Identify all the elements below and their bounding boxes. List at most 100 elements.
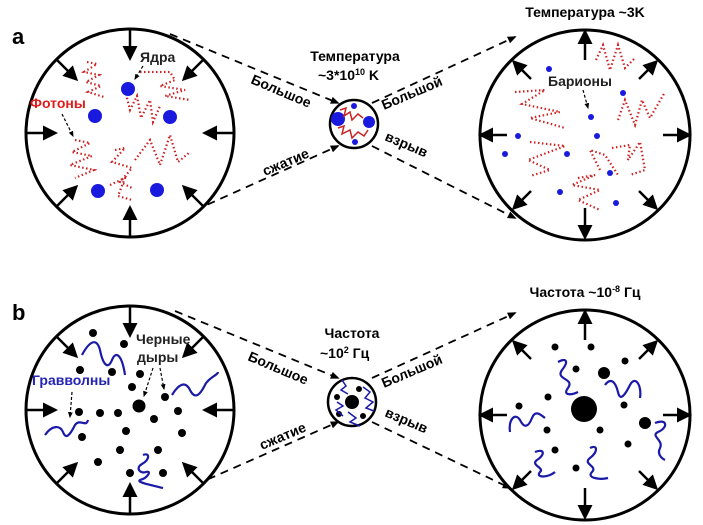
- gravwaves-pointer: [67, 391, 73, 419]
- black-hole: [639, 417, 651, 429]
- black-hole: [114, 409, 122, 417]
- photon-wave: [109, 175, 133, 202]
- black-hole: [336, 411, 342, 417]
- photons-label: Фотоны: [30, 95, 86, 111]
- inward-arrow: [181, 461, 205, 485]
- right-title-b: Частота ~10-8 Гц: [529, 284, 640, 300]
- black-hole: [132, 399, 146, 413]
- gravwave: [362, 386, 375, 412]
- connector-line: [181, 145, 340, 217]
- photon-wave: [66, 138, 98, 180]
- black-hole: [75, 408, 83, 416]
- gravwave: [654, 420, 667, 462]
- photon-wave: [611, 139, 647, 177]
- inward-arrow: [181, 184, 205, 208]
- inward-arrow: [181, 335, 205, 359]
- connector-line: [194, 421, 340, 486]
- baryon: [557, 189, 563, 195]
- connector-lines-b: [174, 310, 517, 489]
- baryon: [607, 170, 613, 176]
- black-hole: [161, 393, 169, 401]
- photon-wave: [81, 60, 105, 99]
- black-hole: [159, 469, 167, 477]
- black-hole: [128, 383, 136, 391]
- right-title-exponent: -8: [612, 284, 620, 294]
- black-hole: [596, 426, 604, 434]
- baryons-pointer: [582, 89, 590, 110]
- gravwave: [334, 401, 345, 417]
- nucleus: [150, 183, 164, 197]
- black-holes-label-line1: Черные: [136, 331, 191, 347]
- photon-wave: [123, 89, 162, 127]
- big-crunch-word1: Большое: [246, 348, 311, 388]
- panel-letter-b: b: [12, 300, 25, 325]
- center-title-unit: Гц: [349, 345, 370, 361]
- photon-wave: [109, 146, 134, 189]
- black-hole: [126, 469, 134, 477]
- gravwave: [586, 445, 609, 480]
- nucleus: [163, 110, 177, 124]
- black-hole: [96, 409, 104, 417]
- photon-wave: [337, 124, 369, 140]
- inward-arrow: [181, 58, 205, 82]
- outward-arrow: [511, 470, 532, 491]
- photons-pointer: [61, 113, 74, 138]
- gravwave: [347, 411, 361, 427]
- black-hole: [620, 401, 628, 409]
- black-hole: [78, 433, 86, 441]
- center-title-line1: Температура: [310, 48, 400, 64]
- gravwaves: [44, 341, 220, 490]
- black-holes: [75, 329, 186, 477]
- expanding-universe-b: Частота ~10-8 Гц: [478, 284, 692, 522]
- outward-arrow: [638, 339, 659, 360]
- singularity-b: Частота ~102 Гц Большое сжатие Большой в…: [246, 325, 445, 453]
- outward-arrow: [638, 59, 659, 80]
- inward-arrows: [26, 306, 234, 514]
- big-crunch-word2: сжатие: [257, 419, 308, 453]
- baryons-label: Барионы: [548, 73, 612, 89]
- gravwave: [339, 379, 349, 395]
- black-hole: [551, 343, 559, 351]
- black-hole: [76, 366, 84, 374]
- gravwave: [534, 449, 556, 478]
- black-hole: [150, 415, 158, 423]
- black-hole: [360, 413, 366, 419]
- black-hole: [543, 426, 551, 434]
- inward-arrows: [26, 29, 234, 237]
- nuclei-pointer: [134, 65, 144, 81]
- gravwave: [137, 453, 164, 490]
- center-title-unit: K: [365, 67, 379, 83]
- outward-arrows: [478, 309, 692, 520]
- right-title-base: Частота ~10: [529, 284, 612, 300]
- baryon: [588, 114, 594, 120]
- black-holes-pointer: [159, 367, 166, 391]
- gravwave: [508, 412, 546, 433]
- singularity-boundary: [328, 98, 380, 150]
- connector-line: [169, 33, 340, 104]
- panel-b: b: [12, 284, 692, 522]
- panel-letter-a: a: [12, 24, 25, 49]
- nuclei: [88, 82, 177, 198]
- outward-arrows: [478, 29, 692, 240]
- outward-arrow: [511, 339, 532, 360]
- black-hole: [116, 446, 124, 454]
- photons: [514, 41, 666, 212]
- black-hole: [120, 340, 128, 348]
- baryon: [564, 151, 570, 157]
- black-hole: [544, 393, 552, 401]
- outward-arrow: [511, 59, 532, 80]
- black-hole: [572, 365, 580, 373]
- nucleus: [331, 112, 345, 126]
- photons: [66, 60, 191, 202]
- black-hole: [94, 458, 102, 466]
- center-title-line2: ~3*1010 K: [318, 67, 379, 83]
- big-crunch-word1: Большое: [249, 71, 314, 111]
- gravwaves-label: Гравволны: [32, 372, 110, 388]
- gravwave: [557, 359, 579, 396]
- connector-line: [174, 310, 340, 379]
- baryon: [502, 151, 508, 157]
- nucleus: [88, 109, 102, 123]
- black-hole: [154, 446, 162, 454]
- photon-wave: [568, 173, 604, 212]
- black-hole: [587, 343, 595, 351]
